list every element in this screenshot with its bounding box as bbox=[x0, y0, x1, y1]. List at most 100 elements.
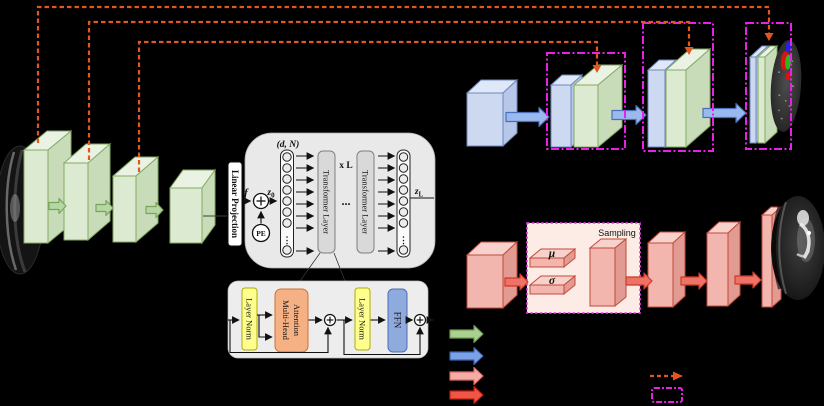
token-circle bbox=[282, 163, 292, 173]
blocks-layer bbox=[22, 44, 783, 314]
detail-callout-line-left bbox=[299, 252, 321, 282]
pe-node bbox=[251, 223, 271, 243]
seg-arrow-1 bbox=[505, 106, 550, 128]
mu-label: μ bbox=[548, 248, 556, 260]
layer-norm-2-label: Layer Norm bbox=[358, 298, 368, 340]
concat-box-1 bbox=[546, 52, 626, 150]
flow-arrows-layer bbox=[48, 102, 762, 405]
recon-bottleneck-block bbox=[465, 240, 519, 310]
token-circle bbox=[282, 245, 292, 255]
token-circle bbox=[398, 163, 409, 173]
recon-arrow-3 bbox=[680, 272, 708, 290]
layer-norm-2: Layer Norm bbox=[354, 287, 371, 351]
token-dims-label: (d, N) bbox=[277, 139, 300, 150]
ln1-to-mha-arrow-2 bbox=[258, 315, 273, 341]
embedding-junction: f z0 PE bbox=[243, 187, 278, 243]
sigma-label: σ bbox=[549, 275, 556, 287]
seg-arrow-2 bbox=[611, 104, 647, 126]
sampled-latent-block bbox=[588, 237, 628, 308]
token-circle bbox=[282, 174, 292, 184]
pe-label: PE bbox=[256, 229, 266, 238]
detail-callout-line-right bbox=[333, 252, 346, 282]
transformer-layer-L-label: Transformer Layer bbox=[361, 170, 371, 234]
ffn-label: FFN bbox=[393, 312, 403, 329]
recon-arrow-2 bbox=[625, 272, 653, 290]
mu-slab bbox=[528, 247, 577, 269]
skip-feature-block-2 bbox=[664, 47, 712, 149]
mha-label-line2: Attention bbox=[292, 304, 302, 337]
reconstruction-output-image bbox=[771, 196, 824, 300]
skip-connection-lines bbox=[36, 5, 771, 172]
encoder-arrow-3 bbox=[145, 201, 164, 219]
residual-skip-1 bbox=[229, 320, 332, 354]
linear-projection-label: Linear Projection bbox=[230, 170, 240, 238]
token-circle bbox=[398, 218, 409, 228]
vdots-in: ⋮ bbox=[283, 235, 292, 245]
layer-norm-1: Layer Norm bbox=[241, 287, 258, 351]
encoder-block-4 bbox=[169, 168, 216, 245]
recon-arrow-4 bbox=[734, 271, 762, 289]
token-circle bbox=[398, 185, 409, 195]
seg-blob-red-2 bbox=[785, 72, 791, 81]
sigma-slab bbox=[528, 274, 577, 296]
token-circle bbox=[398, 174, 409, 184]
token-circle bbox=[398, 207, 409, 217]
encoder-block-3 bbox=[111, 155, 160, 244]
transformer-layer-detail: Layer Norm Multi-Head Attention Layer No… bbox=[227, 280, 435, 359]
vdots-out: ⋮ bbox=[399, 235, 408, 245]
transformer-layer-L: Transformer Layer bbox=[356, 150, 375, 254]
recon-block-1 bbox=[646, 230, 687, 309]
legend-concat-box bbox=[651, 387, 683, 403]
concat-box-3 bbox=[745, 22, 792, 150]
token-circle bbox=[282, 196, 292, 206]
skip-connection-1 bbox=[36, 5, 771, 143]
legend-arrow-pink bbox=[449, 366, 484, 386]
legend bbox=[650, 371, 683, 403]
skip-feature-block-1 bbox=[572, 63, 624, 149]
zL-label: zL bbox=[414, 187, 424, 199]
feature-label: f bbox=[244, 187, 249, 199]
legend-arrow-blue bbox=[449, 346, 484, 366]
encoder-arrow-1 bbox=[48, 197, 67, 215]
linear-projection-box: Linear Projection bbox=[227, 161, 243, 247]
ffn-block: FFN bbox=[387, 288, 408, 353]
transformer-layer-1-label: Transformer Layer bbox=[322, 170, 332, 234]
times-layers-label: x L bbox=[339, 161, 352, 171]
detail-wires bbox=[228, 311, 435, 356]
multi-head-attention: Multi-Head Attention bbox=[274, 288, 309, 353]
skip-and-concat-layer bbox=[36, 5, 792, 172]
token-column-out: ⋮ bbox=[396, 149, 411, 258]
layers-ellipsis: ... bbox=[342, 194, 351, 208]
encoder-arrow-2 bbox=[95, 199, 114, 217]
residual-skip-2 bbox=[343, 320, 424, 356]
token-feed-arrows bbox=[296, 152, 396, 255]
legend-arrow-green bbox=[449, 324, 484, 344]
token-circle bbox=[282, 185, 292, 195]
transformer-module: (d, N) ⋮ ⋮ f z0 PE Transformer bbox=[243, 132, 436, 282]
sampling-label: Sampling bbox=[598, 228, 636, 238]
skip-connection-2 bbox=[87, 20, 691, 160]
seg-blob-green bbox=[785, 54, 792, 70]
token-circle bbox=[398, 245, 409, 255]
token-circle bbox=[398, 152, 409, 162]
concat-box-2 bbox=[642, 22, 714, 152]
mha-label-line1: Multi-Head bbox=[281, 300, 291, 340]
legend-skip-arrowhead bbox=[673, 371, 683, 381]
token-circle bbox=[282, 207, 292, 217]
segmentation-output-image bbox=[770, 40, 802, 132]
token-circle bbox=[282, 218, 292, 228]
token-column-in: ⋮ bbox=[280, 149, 294, 258]
layer-norm-1-label: Layer Norm bbox=[245, 298, 255, 340]
token-circle bbox=[282, 152, 292, 162]
skip-connection-arrowheads bbox=[592, 33, 774, 73]
recon-block-2 bbox=[705, 220, 742, 308]
token-circle bbox=[398, 196, 409, 206]
transformer-layer-1: Transformer Layer bbox=[317, 150, 336, 254]
seg-blob-blue bbox=[785, 41, 791, 53]
recon-arrow-1 bbox=[504, 273, 529, 291]
seg-arrow-3 bbox=[702, 102, 747, 124]
encoder-block-2 bbox=[62, 142, 112, 242]
legend-arrow-red bbox=[449, 385, 484, 405]
